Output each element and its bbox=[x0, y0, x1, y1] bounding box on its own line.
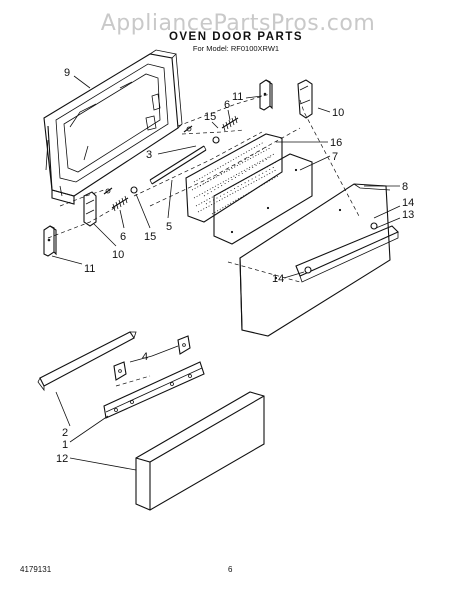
assembly-lines bbox=[47, 93, 361, 387]
spring-bottom bbox=[111, 195, 129, 212]
page-title: OVEN DOOR PARTS bbox=[169, 31, 303, 43]
callout-16: 16 bbox=[330, 137, 342, 149]
callout-11-top: 11 bbox=[232, 91, 243, 103]
hinge-pin-bottom bbox=[103, 187, 113, 195]
hinge-channel-top bbox=[297, 79, 313, 119]
leader-lines bbox=[51, 75, 401, 471]
inner-door-panel bbox=[43, 49, 183, 205]
drawer-bracket-left bbox=[113, 361, 127, 381]
callout-15-bottom: 15 bbox=[144, 231, 156, 243]
spring-top bbox=[221, 115, 239, 132]
callout-5: 5 bbox=[166, 221, 172, 233]
outer-door-panel bbox=[239, 183, 399, 337]
callout-11-bottom: 11 bbox=[84, 263, 95, 275]
callout-6-bottom: 6 bbox=[120, 231, 126, 243]
callout-14-lower: 14 bbox=[272, 273, 284, 285]
hinge-pin-top bbox=[183, 125, 193, 133]
drawer-rail-top bbox=[37, 331, 137, 392]
drawer-mounting-plate bbox=[103, 361, 205, 419]
hinge-channel-bottom bbox=[83, 191, 97, 227]
hinge-bracket-top bbox=[259, 79, 273, 111]
callout-13: 13 bbox=[402, 209, 414, 221]
callout-7: 7 bbox=[332, 151, 338, 163]
callout-6-top: 6 bbox=[224, 99, 230, 111]
model-line: For Model: RF0100XRW1 bbox=[193, 44, 279, 53]
page-number: 6 bbox=[228, 565, 233, 574]
callout-2: 2 bbox=[62, 427, 68, 439]
callout-9: 9 bbox=[64, 67, 70, 79]
hinge-rod bbox=[149, 145, 207, 185]
callout-3: 3 bbox=[146, 149, 152, 161]
callout-15-top: 15 bbox=[204, 111, 216, 123]
hinge-bracket-bottom bbox=[43, 225, 57, 257]
callout-4: 4 bbox=[142, 351, 148, 363]
callout-8: 8 bbox=[402, 181, 408, 193]
callout-14-right: 14 bbox=[402, 197, 414, 209]
callout-10-bottom: 10 bbox=[112, 249, 124, 261]
callout-1: 1 bbox=[62, 439, 68, 451]
spacer-washers bbox=[130, 136, 220, 194]
watermark: AppliancePartsPros.com bbox=[101, 11, 376, 36]
callout-12: 12 bbox=[56, 453, 68, 465]
document-number: 4179131 bbox=[20, 565, 52, 574]
drawer-front bbox=[135, 391, 265, 511]
callout-10-top: 10 bbox=[332, 107, 344, 119]
door-glass bbox=[213, 153, 313, 245]
drawer-bracket-right bbox=[177, 335, 191, 355]
callout-labels: 9 11 10 15 6 16 3 7 8 14 13 6 15 5 10 11… bbox=[56, 67, 414, 465]
